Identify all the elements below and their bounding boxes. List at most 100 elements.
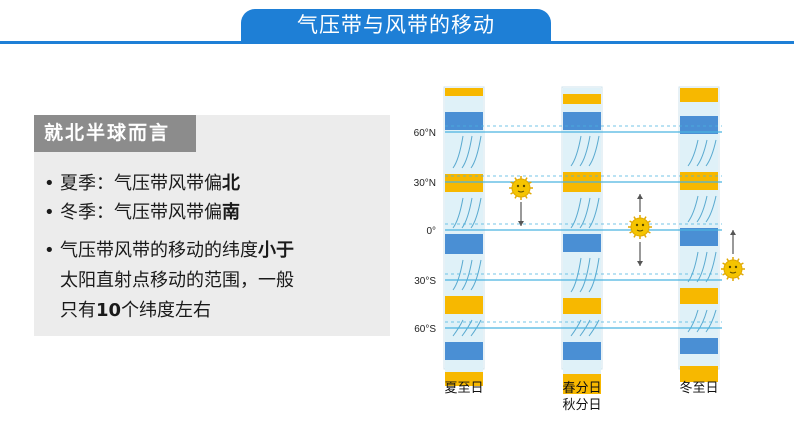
low-pressure-band <box>445 112 483 130</box>
wind-arrow <box>579 135 591 167</box>
low-pressure-band <box>563 342 601 360</box>
wind-band <box>680 134 718 172</box>
para-line1-bold: 小于 <box>258 240 294 261</box>
arrowhead <box>730 230 736 235</box>
high-pressure-band <box>680 288 718 304</box>
sun-eye <box>522 184 526 188</box>
low-pressure-band <box>445 342 483 360</box>
column-label: 秋分日 <box>562 398 601 413</box>
high-pressure-band <box>445 304 483 314</box>
wind-arrow <box>579 197 591 229</box>
wind-arrow <box>588 197 600 229</box>
bullet-dot: • <box>44 240 55 261</box>
wind-arrow <box>696 195 708 223</box>
bullet-winter-text: 冬季：气压带风带偏 <box>60 202 222 223</box>
wind-band <box>563 360 601 374</box>
wind-arrow <box>696 139 708 167</box>
sun-eye <box>641 223 645 227</box>
bullet-winter-bold: 南 <box>222 202 240 223</box>
sun-mouth <box>517 190 525 193</box>
para-line2: 太阳直射点移动的范围，一般 <box>60 270 294 291</box>
sun-eye <box>728 265 732 269</box>
column-label: 春分日 <box>562 381 601 396</box>
wind-arrow <box>570 197 582 229</box>
wind-band <box>680 246 718 288</box>
column-label: 冬至日 <box>679 380 718 396</box>
para-line3-pre: 只有 <box>60 300 96 321</box>
wind-band <box>680 190 718 228</box>
wind-band <box>445 192 483 234</box>
wind-arrow <box>452 197 464 229</box>
para-line3-post: 个纬度左右 <box>121 300 212 321</box>
wind-arrow <box>470 135 482 169</box>
panel-heading: 就北半球而言 <box>34 115 196 152</box>
wind-band <box>445 254 483 296</box>
high-pressure-band <box>680 366 718 382</box>
sun-icon <box>723 259 743 279</box>
latitude-label: 30°S <box>414 276 436 287</box>
wind-arrow <box>705 309 717 333</box>
high-pressure-band <box>563 94 601 104</box>
latitude-label: 60°S <box>414 324 436 335</box>
high-pressure-band <box>563 298 601 314</box>
high-pressure-band <box>445 174 483 192</box>
wind-arrow <box>687 139 699 167</box>
high-pressure-band <box>680 88 718 102</box>
low-pressure-band <box>680 338 718 354</box>
wind-arrow <box>705 139 717 167</box>
para-line3: 只有10个纬度左右 <box>60 298 211 324</box>
bullet-dot: • <box>44 202 55 223</box>
para-line3-bold: 10 <box>96 300 122 321</box>
sun-mouth <box>729 271 737 274</box>
low-pressure-band <box>680 116 718 134</box>
low-pressure-band <box>680 228 718 246</box>
bullet-movement: •气压带风带的移动的纬度小于 <box>44 238 294 264</box>
wind-arrow <box>452 135 464 169</box>
sun-eye <box>516 184 520 188</box>
low-pressure-band <box>563 234 601 252</box>
latitude-label: 60°N <box>414 128 436 139</box>
para-line1: 气压带风带的移动的纬度 <box>60 240 258 261</box>
high-pressure-band <box>563 374 601 394</box>
wind-band <box>563 192 601 234</box>
low-pressure-band <box>563 112 601 130</box>
bullet-summer-text: 夏季：气压带风带偏 <box>60 173 222 194</box>
sun-mouth <box>636 229 644 232</box>
header-underline <box>0 41 794 44</box>
sun-eye <box>635 223 639 227</box>
wind-arrow <box>570 135 582 167</box>
wind-arrow <box>588 135 600 167</box>
bullet-summer: •夏季：气压带风带偏北 <box>44 171 240 197</box>
wind-band <box>445 360 483 372</box>
sun-eye <box>734 265 738 269</box>
high-pressure-band <box>445 88 483 96</box>
wind-band <box>680 102 718 116</box>
wind-arrow <box>452 259 464 291</box>
page-title: 气压带与风带的移动 <box>241 9 551 42</box>
sun-icon <box>511 178 531 198</box>
wind-arrow <box>470 259 482 291</box>
sun-icon <box>630 217 650 237</box>
wind-arrow <box>461 197 473 229</box>
column-label: 夏至日 <box>444 381 483 396</box>
wind-band <box>563 130 601 172</box>
high-pressure-band <box>445 296 483 304</box>
arrowhead <box>637 261 643 266</box>
wind-band <box>563 252 601 298</box>
wind-band <box>680 354 718 366</box>
wind-band <box>563 88 601 94</box>
arrowhead <box>518 221 524 226</box>
wind-arrow <box>687 309 699 333</box>
wind-arrow <box>687 195 699 223</box>
wind-band <box>445 96 483 112</box>
wind-band <box>445 130 483 174</box>
wind-band <box>563 104 601 112</box>
wind-arrow <box>461 135 473 169</box>
high-pressure-band <box>445 372 483 386</box>
latitude-label: 30°N <box>414 178 436 189</box>
wind-arrow <box>696 309 708 333</box>
bullet-winter: •冬季：气压带风带偏南 <box>44 200 240 226</box>
latitude-label: 0° <box>426 226 436 237</box>
high-pressure-band <box>680 172 718 190</box>
